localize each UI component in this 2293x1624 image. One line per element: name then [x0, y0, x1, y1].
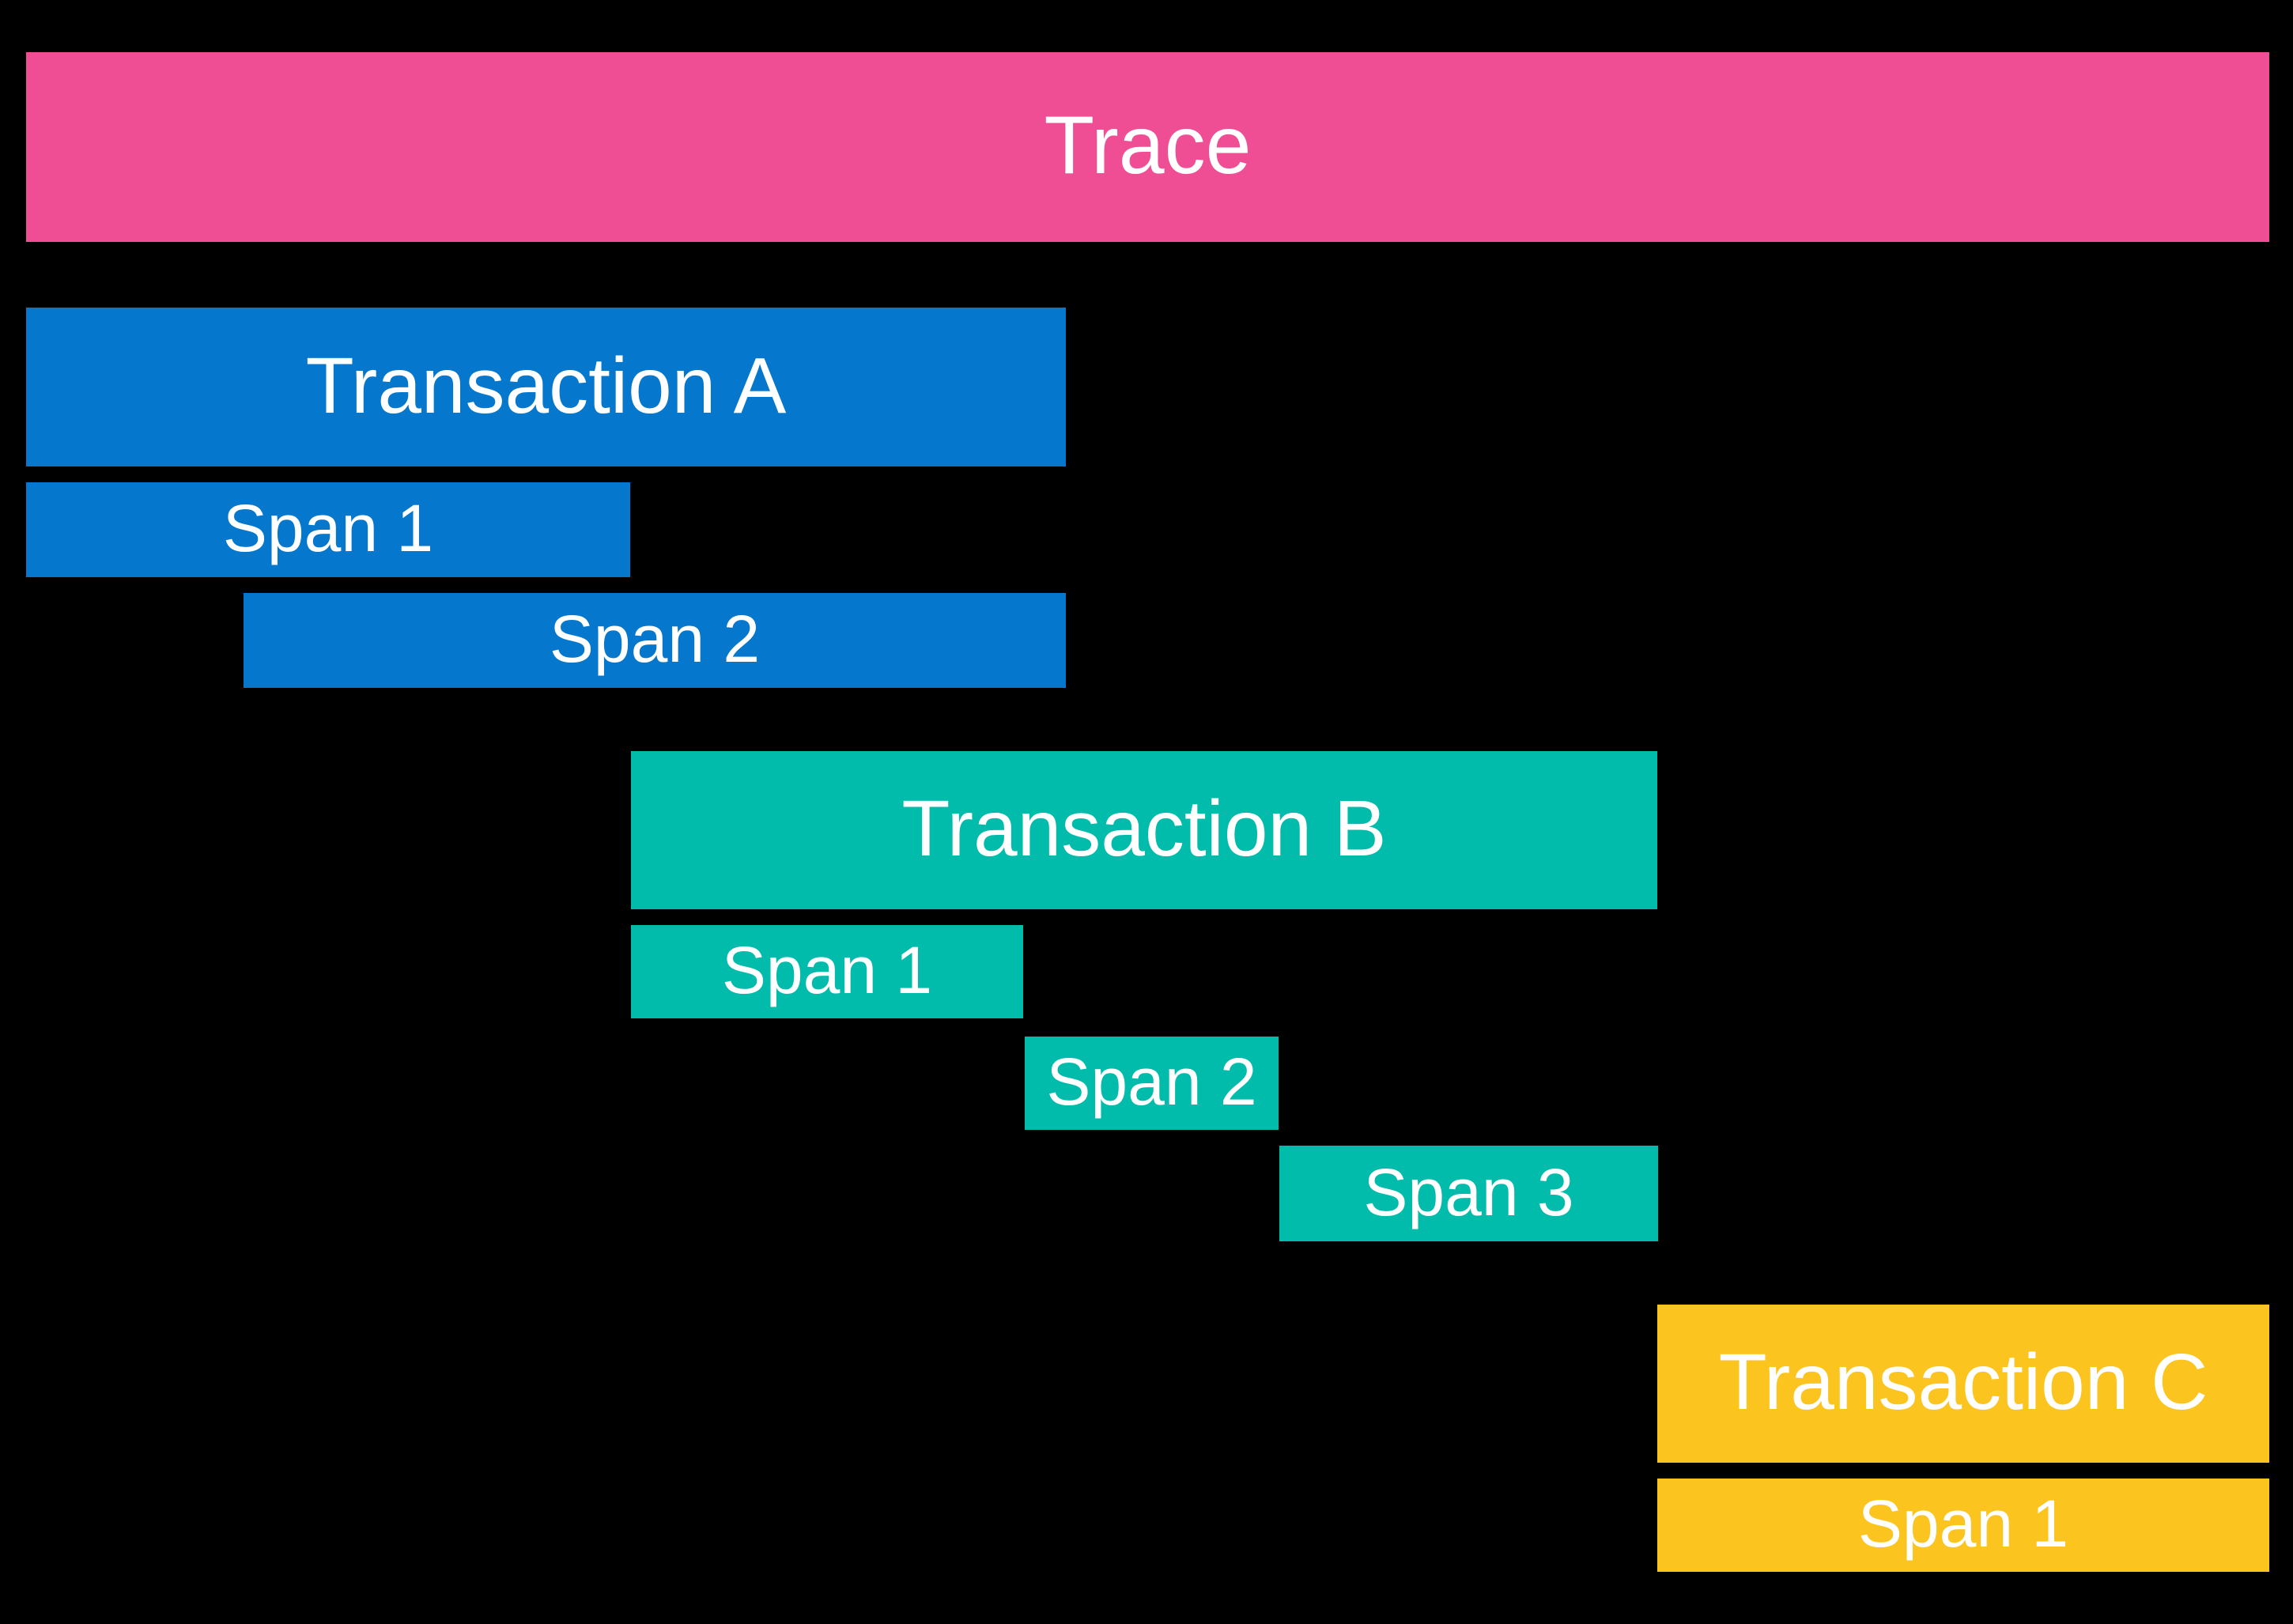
transaction-b-span-3-bar: Span 3	[1279, 1146, 1658, 1241]
transaction-b-span-3-label: Span 3	[1363, 1154, 1574, 1229]
transaction-b-span-2-label: Span 2	[1046, 1044, 1257, 1119]
transaction-b-span-1-label: Span 1	[721, 933, 933, 1007]
transaction-c-span-1-bar: Span 1	[1657, 1479, 2269, 1572]
transaction-b-label: Transaction B	[901, 784, 1387, 873]
transaction-c-bar: Transaction C	[1657, 1305, 2269, 1463]
transaction-b-span-1-bar: Span 1	[631, 925, 1023, 1018]
transaction-b-span-2-bar: Span 2	[1025, 1037, 1279, 1130]
transaction-b-bar: Transaction B	[631, 751, 1657, 909]
transaction-a-span-1-label: Span 1	[222, 491, 434, 565]
trace-label: Trace	[1044, 100, 1252, 191]
transaction-c-span-1-label: Span 1	[1857, 1486, 2069, 1561]
transaction-c-label: Transaction C	[1718, 1338, 2208, 1426]
transaction-a-span-2-label: Span 2	[549, 602, 761, 676]
transaction-a-bar: Transaction A	[26, 308, 1066, 466]
transaction-a-label: Transaction A	[305, 341, 787, 430]
trace-bar: Trace	[26, 52, 2269, 242]
transaction-a-span-2-bar: Span 2	[244, 593, 1066, 688]
transaction-a-span-1-bar: Span 1	[26, 482, 630, 577]
